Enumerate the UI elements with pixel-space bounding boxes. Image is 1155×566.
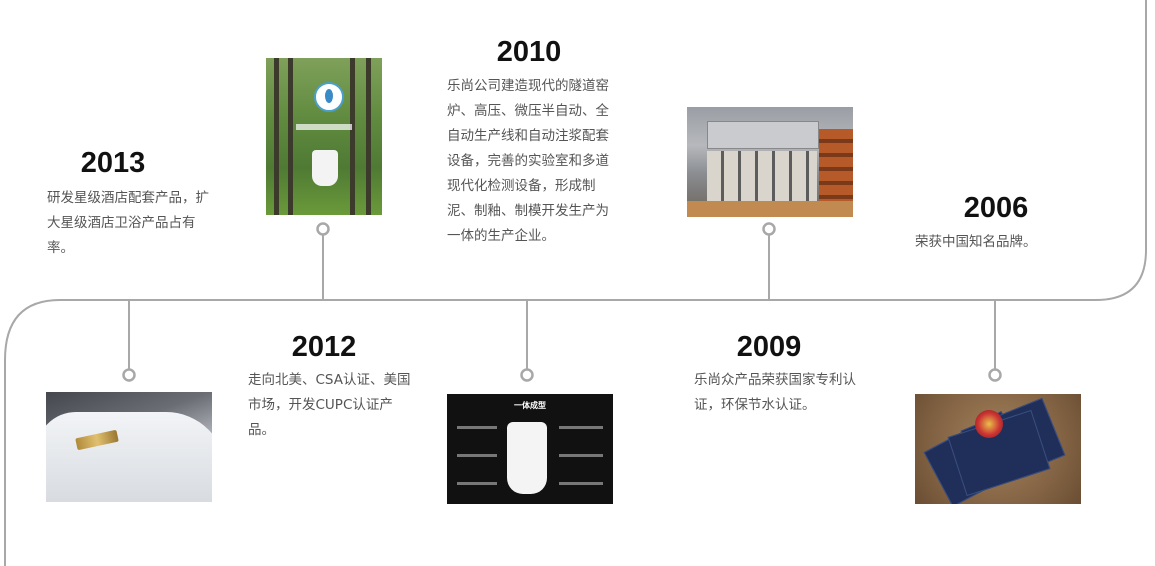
node-dot: [122, 368, 136, 382]
milestone-text-2010: 乐尚公司建造现代的隧道窑炉、高压、微压半自动、全自动生产线和自动注浆配套设备，完…: [447, 78, 609, 244]
milestone-text-2006: 荣获中国知名品牌。: [915, 234, 1037, 250]
tunnel-kiln-photo: [687, 107, 853, 217]
patent-certificate-photo: [915, 394, 1081, 504]
milestone-year-2006: 2006: [963, 192, 1029, 224]
milestone-year-2010: 2010: [496, 36, 562, 68]
milestone-text-2009: 乐尚众产品荣获国家专利认证，环保节水认证。: [694, 372, 856, 413]
node-dot: [316, 222, 330, 236]
node-dot: [520, 368, 534, 382]
toilet-icon: [507, 422, 547, 494]
water-drop-icon: [314, 82, 344, 112]
milestone-year-2009: 2009: [736, 331, 802, 363]
toilet-icon: [312, 150, 338, 186]
milestone-text-2013: 研发星级酒店配套产品，扩大星级酒店卫浴产品占有率。: [47, 190, 209, 256]
toilet-tank-lever-photo: [46, 392, 212, 502]
diagram-title: 一体成型: [514, 401, 546, 410]
milestone-year-2013: 2013: [80, 147, 146, 179]
national-emblem-icon: [975, 410, 1003, 438]
milestone-year-2012: 2012: [291, 331, 357, 363]
forest-eco-photo: [266, 58, 382, 215]
timeline-main-path: [4, 0, 1147, 566]
node-dot: [762, 222, 776, 236]
node-dot: [988, 368, 1002, 382]
one-piece-toilet-diagram: 一体成型: [447, 394, 613, 504]
milestone-text-2012: 走向北美、CSA认证、美国市场，开发CUPC认证产品。: [248, 372, 411, 438]
